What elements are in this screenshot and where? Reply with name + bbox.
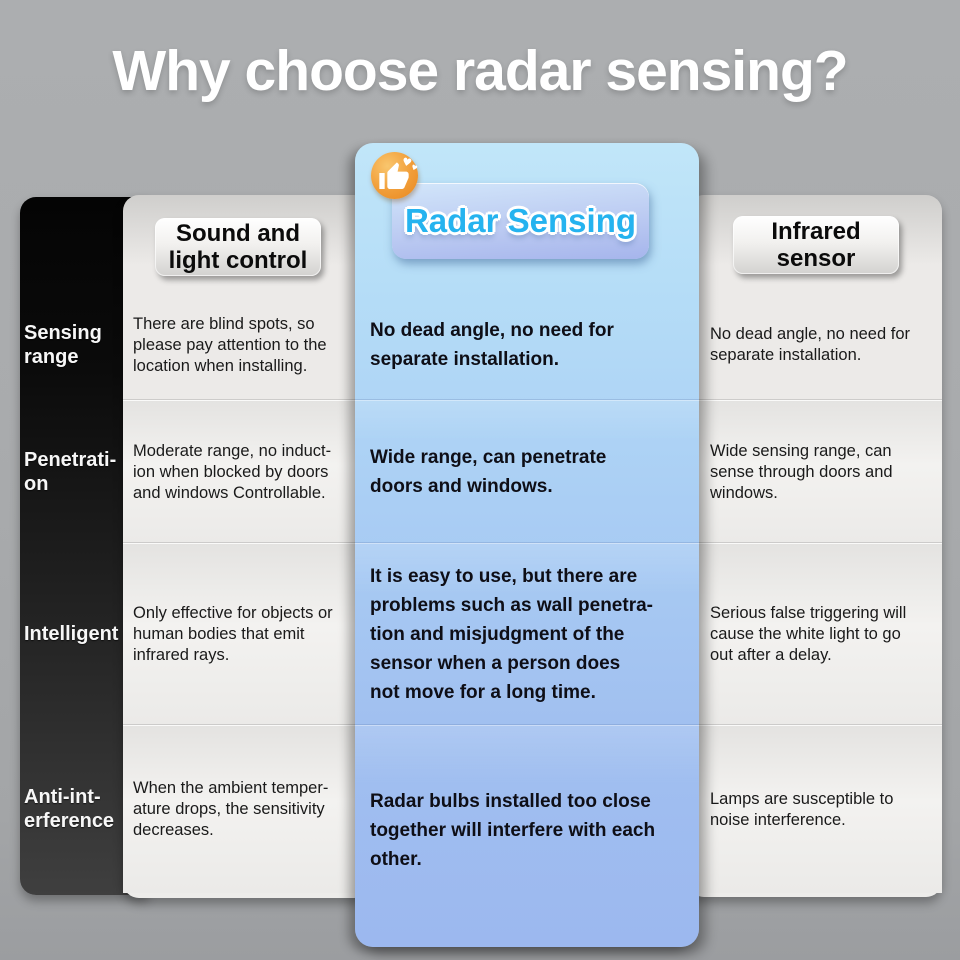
cell-text: There are blind spots, so please pay att…	[133, 314, 327, 375]
cell-text: When the ambient temper- ature drops, th…	[133, 779, 329, 839]
cell-text: No dead angle, no need for separate inst…	[710, 325, 910, 364]
column-sound-light-control: Sound and light control There are blind …	[123, 195, 370, 898]
cell-text: Moderate range, no induct- ion when bloc…	[133, 441, 332, 502]
row-label-penetration: Penetrati- on	[20, 400, 148, 543]
cell-infrared-intelligent: Serious false triggering will cause the …	[688, 543, 942, 725]
radar-header-text: Radar Sensing	[404, 202, 637, 239]
title-area: Why choose radar sensing?	[0, 38, 960, 104]
row-label-text: Anti-int- erference	[24, 786, 115, 832]
row-label-sensing-range: Sensing range	[20, 290, 148, 400]
cell-sound-anti-interference: When the ambient temper- ature drops, th…	[123, 725, 370, 893]
row-label-text: Sensing range	[24, 322, 102, 368]
column-header-sound-light: Sound and light control	[155, 218, 321, 276]
cell-sound-sensing-range: There are blind spots, so please pay att…	[123, 290, 370, 400]
row-label-intelligent: Intelligent	[20, 543, 148, 725]
cell-text: Serious false triggering will cause the …	[710, 604, 907, 664]
column-header-infrared: Infrared sensor	[733, 216, 899, 274]
row-label-anti-interference: Anti-int- erference	[20, 725, 148, 893]
heart-icon: ♥	[409, 163, 419, 173]
cell-infrared-anti-interference: Lamps are susceptible to noise interfere…	[688, 725, 942, 893]
cell-text: Wide range, can penetrate doors and wind…	[370, 447, 607, 497]
thumbs-up-medal: ♥ ♥	[371, 152, 418, 199]
column-infrared-sensor: Infrared sensor No dead angle, no need f…	[688, 195, 942, 897]
cell-text: No dead angle, no need for separate inst…	[370, 320, 614, 370]
cell-sound-penetration: Moderate range, no induct- ion when bloc…	[123, 400, 370, 543]
cell-text: Wide sensing range, can sense through do…	[710, 441, 893, 502]
cell-radar-anti-interference: Radar bulbs installed too close together…	[355, 725, 699, 935]
cell-infrared-penetration: Wide sensing range, can sense through do…	[688, 400, 942, 543]
cell-text: Lamps are susceptible to noise interfere…	[710, 789, 894, 829]
cell-radar-sensing-range: No dead angle, no need for separate inst…	[355, 290, 699, 400]
cell-radar-penetration: Wide range, can penetrate doors and wind…	[355, 400, 699, 543]
row-label-text: Intelligent	[24, 623, 119, 645]
column-header-radar: Radar Sensing	[392, 183, 649, 259]
column-radar-sensing: ♥ ♥ Radar Sensing No dead angle, no need…	[355, 143, 699, 947]
cell-infrared-sensing-range: No dead angle, no need for separate inst…	[688, 290, 942, 400]
cell-text: Radar bulbs installed too close together…	[370, 791, 656, 870]
row-label-text: Penetrati- on	[24, 448, 117, 495]
page-title: Why choose radar sensing?	[112, 39, 848, 103]
thumbs-up-icon	[379, 162, 409, 189]
cell-text: Only effective for objects or human bodi…	[133, 604, 333, 664]
cell-radar-intelligent: It is easy to use, but there are problem…	[355, 543, 699, 725]
cell-sound-intelligent: Only effective for objects or human bodi…	[123, 543, 370, 725]
cell-text: It is easy to use, but there are problem…	[370, 566, 653, 703]
